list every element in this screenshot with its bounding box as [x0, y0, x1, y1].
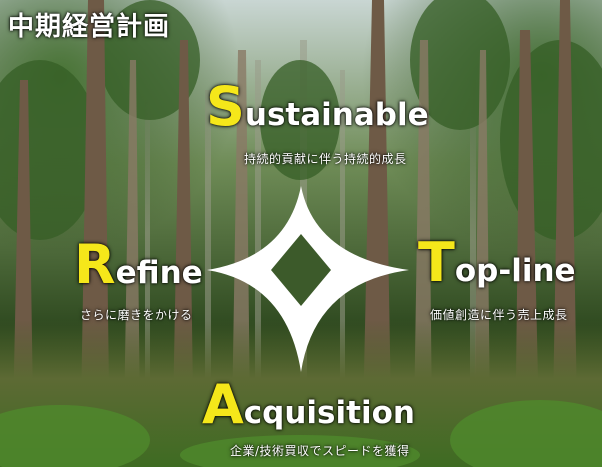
- page-title: 中期経営計画: [8, 12, 171, 42]
- pillar-right-initial: T: [418, 231, 455, 294]
- pillar-bottom-initial: A: [202, 373, 244, 436]
- pillar-right-heading: Top-line: [418, 236, 576, 290]
- pillar-top-initial: S: [206, 75, 245, 138]
- pillar-top-rest: ustainable: [244, 97, 429, 133]
- pillar-left-heading: Refine: [74, 238, 203, 292]
- star-inner-diamond: [271, 234, 331, 306]
- pillar-bottom-rest: cquisition: [243, 395, 415, 431]
- pillar-top-subtitle: 持続的貢献に伴う持続的成長: [244, 152, 407, 166]
- pillar-bottom-heading: Acquisition: [202, 378, 415, 432]
- pillar-bottom-subtitle: 企業/技術買収でスピードを獲得: [230, 444, 410, 458]
- pillar-right-rest: op-line: [454, 253, 576, 289]
- pillar-left-initial: R: [74, 233, 116, 296]
- pillar-left-rest: efine: [115, 255, 203, 291]
- pillar-right-subtitle: 価値創造に伴う売上成長: [430, 308, 568, 322]
- pillar-left-subtitle: さらに磨きをかける: [80, 308, 193, 322]
- pillar-top-heading: Sustainable: [206, 80, 429, 134]
